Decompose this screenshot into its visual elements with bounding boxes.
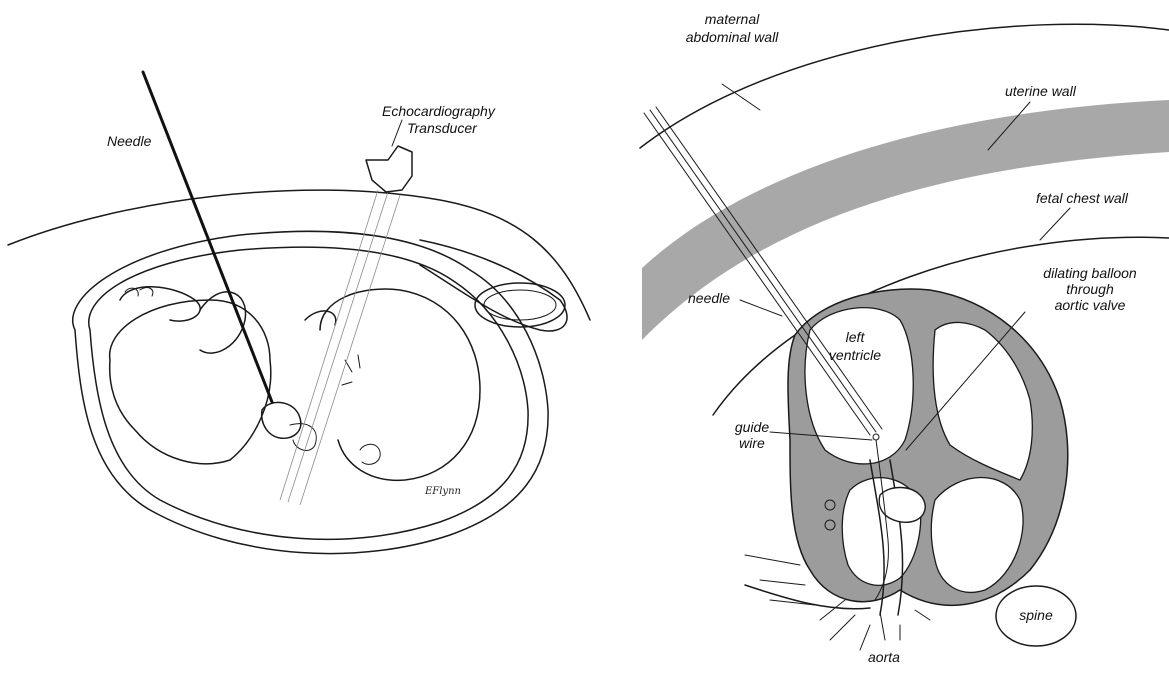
- guide-wire-label-line2: wire: [739, 435, 765, 451]
- balloon-label-line1: dilating balloon: [1043, 265, 1137, 281]
- fetal-body: [110, 300, 271, 464]
- uterine-wall-label: uterine wall: [1005, 83, 1077, 99]
- leader-fetal-chest-wall: [1040, 208, 1070, 240]
- needle-label: Needle: [107, 133, 152, 149]
- needle-label-right: needle: [688, 290, 730, 306]
- guide-wire-label-line1: guide: [735, 419, 769, 435]
- maternal-wall-label-line2: abdominal wall: [686, 29, 779, 45]
- left-panel-fetus-in-utero: Needle Echocardiography Transducer EFlyn…: [8, 72, 590, 554]
- left-ventricle-label-line2: ventricle: [829, 347, 881, 363]
- uterine-wall-inner: [89, 247, 528, 539]
- fetal-face: [342, 355, 360, 385]
- maternal-wall-label-line1: maternal: [705, 11, 760, 27]
- aorta-label: aorta: [868, 649, 900, 665]
- fetal-ear: [360, 444, 380, 464]
- right-panel-heart-cross-section: maternal abdominal wall uterine wall fet…: [640, 11, 1169, 665]
- fetal-chest-wall-label: fetal chest wall: [1036, 190, 1129, 206]
- balloon-label-line3: aortic valve: [1055, 297, 1126, 313]
- spine-label: spine: [1019, 607, 1053, 623]
- leader-aorta: [880, 612, 885, 640]
- artist-signature: EFlynn: [424, 486, 461, 497]
- transducer-label-line2: Transducer: [407, 120, 478, 136]
- left-ventricle-label-line1: left: [846, 329, 866, 345]
- echocardiography-transducer: [366, 146, 412, 192]
- fetal-heart-target: [262, 402, 301, 438]
- bladder-oval-inner: [484, 290, 556, 320]
- transducer-label-line1: Echocardiography: [382, 103, 496, 119]
- transducer-cable: [392, 120, 402, 146]
- balloon-label-line2: through: [1066, 281, 1114, 297]
- maternal-abdomen-outline: [8, 190, 590, 320]
- leader-needle: [740, 300, 782, 316]
- fetal-leg-upper: [120, 287, 200, 321]
- leader-maternal-wall: [722, 84, 760, 110]
